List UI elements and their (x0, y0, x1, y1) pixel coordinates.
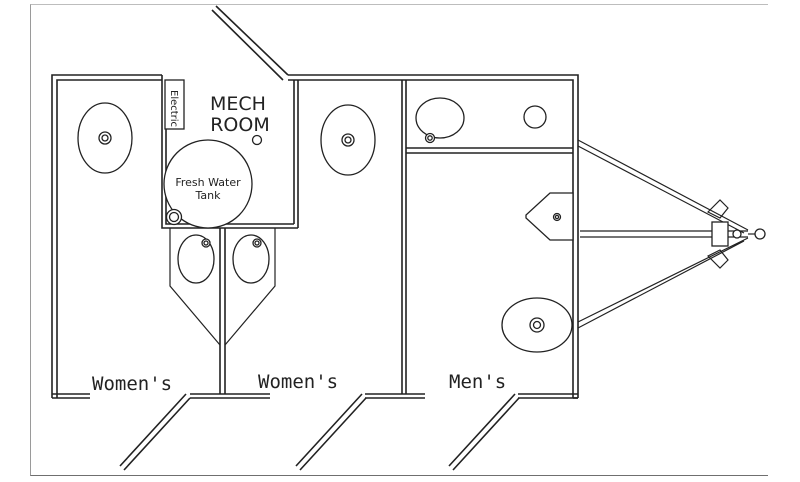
tank-label-line1: Fresh Water (175, 176, 241, 189)
electric-panel (164, 79, 185, 130)
womens-middle-label: Women's (258, 371, 338, 393)
mens-label: Men's (449, 371, 506, 393)
mech-room-label-line2: ROOM (210, 114, 270, 136)
sink-icon (232, 234, 270, 284)
drain-icon (251, 134, 263, 146)
tank-label-line2: Tank (195, 189, 222, 202)
mech-room: Electric MECH ROOM Fresh Water Tank (163, 79, 270, 229)
trailer-hitch (577, 139, 766, 329)
urinal-icon (525, 192, 574, 241)
mens-room (415, 97, 574, 353)
fresh-water-tank (163, 139, 253, 229)
electric-label: Electric (168, 90, 179, 127)
outer-walls (51, 74, 579, 399)
womens-left-label: Women's (92, 373, 172, 395)
womens-left-stall (77, 102, 133, 174)
sink-icon (415, 97, 465, 139)
drain-icon (523, 105, 547, 129)
sink-counters (169, 228, 276, 346)
womens-middle-stall (320, 104, 376, 176)
bottom-walls (52, 393, 578, 399)
doors (119, 5, 520, 471)
mech-room-label-line1: MECH (210, 93, 266, 115)
